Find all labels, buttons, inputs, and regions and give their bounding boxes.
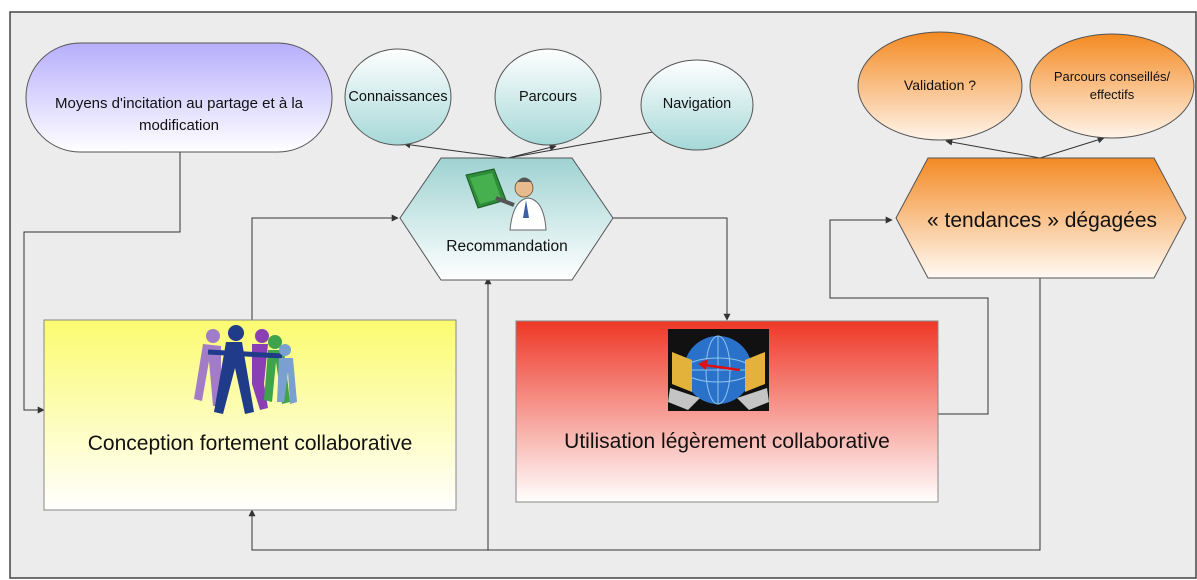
trends-node	[895, 157, 1187, 279]
connector-incentive-to-design	[23, 152, 181, 414]
incentive-box	[25, 42, 333, 153]
presenter-icon	[465, 168, 547, 231]
paths-node	[494, 48, 602, 146]
validation-node	[857, 31, 1023, 141]
connector-recommendation-to-use	[612, 217, 731, 321]
networked-computers-icon	[668, 329, 769, 411]
connector-to-advised-paths	[1039, 136, 1105, 159]
connector-design-to-recommendation	[251, 214, 399, 320]
advised-paths-node	[1029, 33, 1195, 139]
connectors	[23, 127, 1105, 551]
connector-trends-to-design	[248, 278, 1041, 551]
connector-to-knowledge	[403, 141, 509, 159]
connector-use-to-trends	[829, 216, 989, 415]
group-huddle-icon	[194, 325, 297, 414]
connector-to-navigation	[507, 127, 665, 159]
connector-to-validation	[945, 138, 1041, 159]
collaborative-design-box	[43, 319, 457, 511]
recommendation-node	[399, 157, 614, 281]
knowledge-node	[344, 48, 452, 146]
navigation-node	[640, 59, 754, 151]
connector-to-paths	[507, 144, 557, 159]
